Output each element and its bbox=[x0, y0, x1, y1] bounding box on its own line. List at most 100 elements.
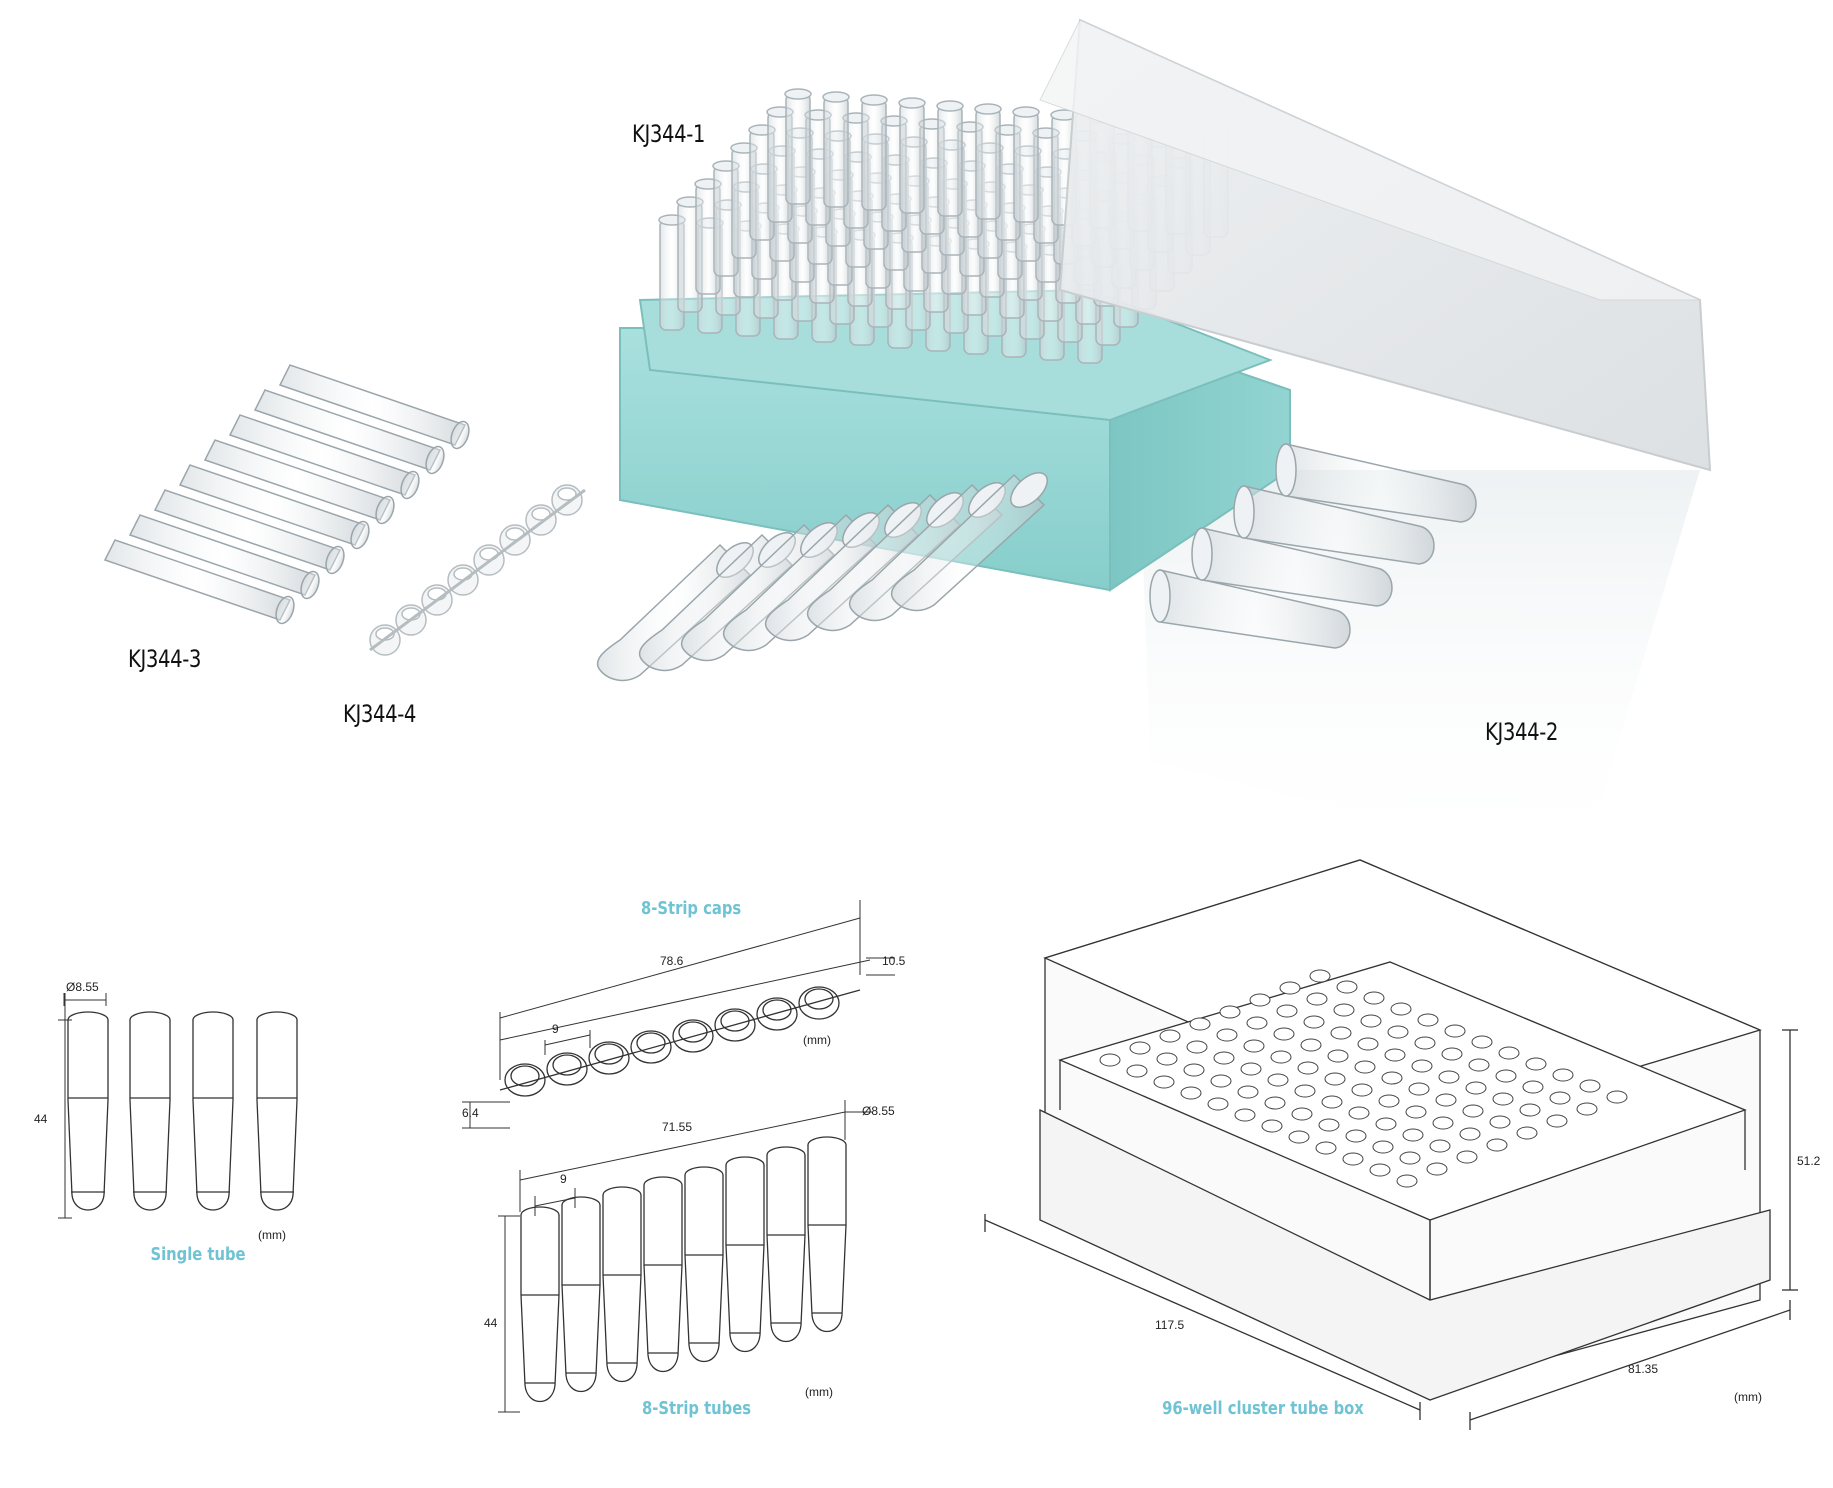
strip-cap-connector bbox=[499, 989, 861, 1091]
well bbox=[1156, 1052, 1178, 1066]
well bbox=[1342, 1152, 1364, 1166]
strip-caps-length: 78.6 bbox=[660, 954, 684, 968]
strip-tube-body bbox=[807, 1145, 847, 1332]
strip-caps-width: 10.5 bbox=[882, 954, 906, 968]
well bbox=[1426, 1162, 1448, 1176]
well bbox=[1261, 1119, 1283, 1133]
rack-tube bbox=[785, 93, 811, 205]
well bbox=[1159, 1029, 1181, 1043]
caption-single-tube: Single tube bbox=[150, 1244, 246, 1265]
tube-box-height: 51.2 bbox=[1797, 1154, 1821, 1168]
strip-tubes-drawing bbox=[520, 1136, 847, 1402]
cap-top bbox=[453, 567, 473, 581]
single-tube-body bbox=[256, 1020, 298, 1211]
tube-box-drawing bbox=[984, 859, 1798, 1430]
rack-tube-rim bbox=[1012, 106, 1040, 118]
rack-tube bbox=[861, 99, 887, 211]
strip-caps-unit: (mm) bbox=[803, 1033, 831, 1047]
well bbox=[1522, 1080, 1544, 1094]
strip-tube-body bbox=[643, 1185, 683, 1372]
well bbox=[1399, 1151, 1421, 1165]
kj344-3-tube-opening bbox=[300, 570, 320, 600]
well bbox=[1189, 1017, 1211, 1031]
cap-top bbox=[557, 487, 577, 501]
well bbox=[1321, 1095, 1343, 1109]
well bbox=[1330, 1026, 1352, 1040]
tube-box-unit: (mm) bbox=[1734, 1390, 1762, 1404]
kj344-3-tube-opening bbox=[325, 545, 345, 575]
well bbox=[1273, 1027, 1295, 1041]
well bbox=[1357, 1037, 1379, 1051]
kj344-3-tube-opening bbox=[425, 445, 445, 475]
kj344-4-cap-strip bbox=[369, 484, 586, 656]
single-tube-drawing bbox=[67, 1011, 298, 1211]
well bbox=[1345, 1129, 1367, 1143]
well bbox=[1456, 1150, 1478, 1164]
strip-tubes-dimension-lines bbox=[498, 1100, 872, 1413]
well bbox=[1525, 1057, 1547, 1071]
rack-tube-rim bbox=[784, 88, 812, 100]
well bbox=[1402, 1128, 1424, 1142]
well bbox=[1549, 1091, 1571, 1105]
well bbox=[1396, 1174, 1418, 1188]
well bbox=[1309, 969, 1331, 983]
well bbox=[1207, 1097, 1229, 1111]
well bbox=[1234, 1108, 1256, 1122]
well bbox=[1408, 1082, 1430, 1096]
strip-cap-inner bbox=[594, 1043, 624, 1065]
kj344-3-tube-opening bbox=[275, 595, 295, 625]
well bbox=[1414, 1036, 1436, 1050]
well bbox=[1237, 1085, 1259, 1099]
center-strip-tubes bbox=[596, 472, 1048, 682]
well bbox=[1264, 1096, 1286, 1110]
kj344-3-tube-opening bbox=[375, 495, 395, 525]
cap-top bbox=[531, 507, 551, 521]
caption-strip-caps: 8-Strip caps bbox=[640, 898, 742, 919]
single-tube-unit: (mm) bbox=[258, 1228, 286, 1242]
well bbox=[1360, 1014, 1382, 1028]
well bbox=[1270, 1050, 1292, 1064]
rack-tube-rim bbox=[936, 100, 964, 112]
strip-tube-body bbox=[684, 1175, 724, 1362]
rack-tube bbox=[1013, 111, 1039, 223]
strip-tubes-diameter: Ø8.55 bbox=[862, 1104, 895, 1118]
well bbox=[1405, 1105, 1427, 1119]
well bbox=[1606, 1090, 1628, 1104]
kj344-3-tubes bbox=[103, 364, 470, 625]
well bbox=[1315, 1141, 1337, 1155]
well bbox=[1099, 1053, 1121, 1067]
well bbox=[1441, 1047, 1463, 1061]
well bbox=[1462, 1104, 1484, 1118]
rack-tube bbox=[975, 108, 1001, 220]
well bbox=[1438, 1070, 1460, 1084]
well bbox=[1210, 1074, 1232, 1088]
well bbox=[1375, 1117, 1397, 1131]
well bbox=[1279, 981, 1301, 995]
strip-tubes-length: 71.55 bbox=[662, 1120, 693, 1134]
well bbox=[1183, 1063, 1205, 1077]
label-kj344-1: KJ344-1 bbox=[632, 120, 706, 148]
kj344-2-tube bbox=[1159, 569, 1351, 649]
well bbox=[1294, 1084, 1316, 1098]
rack-tube bbox=[899, 102, 925, 214]
kj344-2-tube bbox=[1285, 443, 1477, 523]
cap-strip-bar bbox=[369, 488, 586, 652]
well bbox=[1219, 1005, 1241, 1019]
well bbox=[1486, 1138, 1508, 1152]
well bbox=[1498, 1046, 1520, 1060]
well bbox=[1546, 1114, 1568, 1128]
well bbox=[1516, 1126, 1538, 1140]
well bbox=[1471, 1035, 1493, 1049]
strip-tube-body bbox=[602, 1195, 642, 1382]
well bbox=[1435, 1093, 1457, 1107]
well bbox=[1153, 1075, 1175, 1089]
well bbox=[1444, 1024, 1466, 1038]
well bbox=[1303, 1015, 1325, 1029]
well bbox=[1492, 1092, 1514, 1106]
label-kj344-3: KJ344-3 bbox=[128, 645, 202, 673]
well bbox=[1363, 991, 1385, 1005]
well bbox=[1180, 1086, 1202, 1100]
well bbox=[1267, 1073, 1289, 1087]
well bbox=[1429, 1139, 1451, 1153]
rack-tube-rim bbox=[860, 94, 888, 106]
